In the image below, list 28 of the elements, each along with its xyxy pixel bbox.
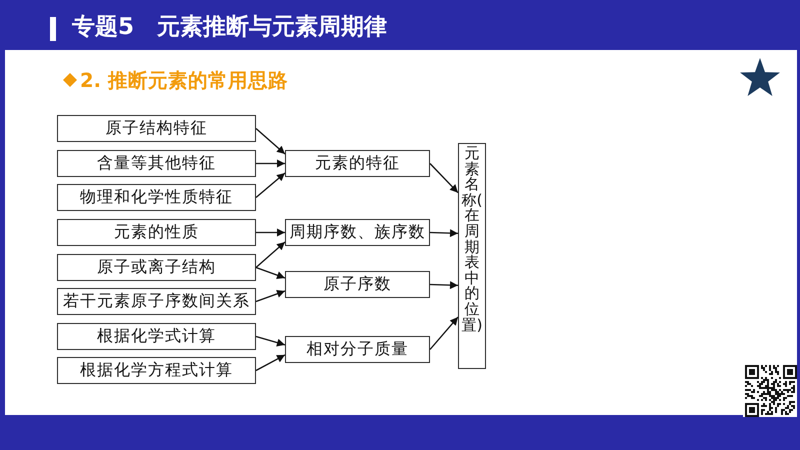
text-box: 原子结构特征 [57, 115, 256, 142]
arrow [256, 228, 285, 236]
text-box: 原子序数 [285, 271, 430, 298]
text-box: 原子或离子结构 [57, 254, 256, 281]
arrow [256, 290, 286, 302]
arrow [256, 336, 286, 347]
section-heading: 2. 推断元素的常用思路 [80, 68, 288, 94]
text-box: 元素的性质 [57, 219, 256, 246]
arrow [430, 281, 458, 290]
arrow [256, 241, 286, 268]
text-box: 含量等其他特征 [57, 150, 256, 177]
arrow [256, 172, 286, 198]
text-box: 相对分子质量 [285, 336, 430, 363]
text-box: 元素的特征 [285, 150, 430, 177]
arrow [430, 316, 458, 350]
text-box: 物理和化学性质特征 [57, 184, 256, 211]
arrow [256, 128, 286, 155]
text-box: 周期序数、族序数 [285, 219, 430, 246]
text-box: 根据化学方程式计算 [57, 357, 256, 384]
slide-title: 专题5 元素推断与元素周期律 [72, 13, 388, 42]
text-box: 若干元素原子序数间关系 [57, 288, 256, 315]
text-box: 根据化学式计算 [57, 323, 256, 350]
vertical-text-box: 元素名称(在周期表中的位置) [458, 143, 486, 369]
arrow [256, 354, 286, 372]
arrow [256, 160, 285, 168]
arrow [430, 229, 458, 238]
arrow [430, 163, 458, 194]
arrow [256, 266, 286, 280]
